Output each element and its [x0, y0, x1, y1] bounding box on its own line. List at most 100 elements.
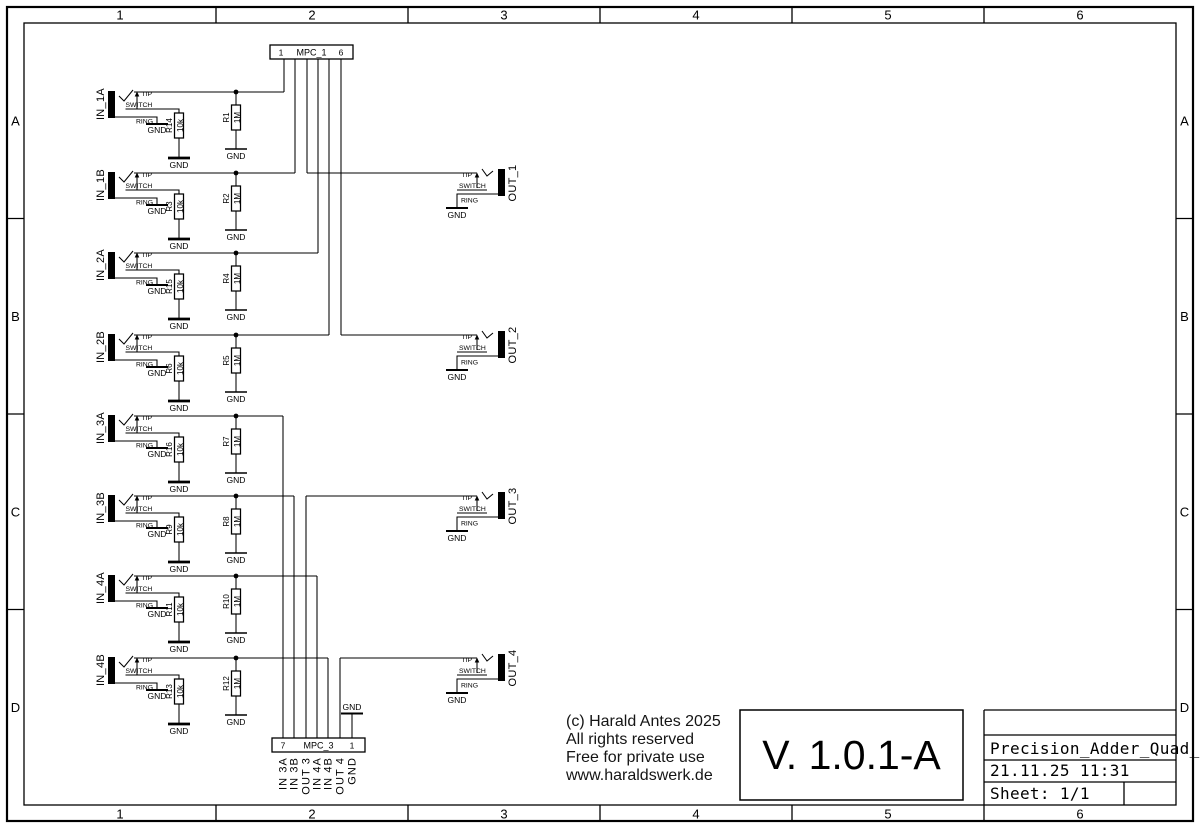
- jack-name: OUT_4: [507, 650, 519, 687]
- switch-arrow-icon: [474, 334, 480, 340]
- jack-sleeve: [498, 331, 505, 358]
- gnd-label: GND: [148, 609, 167, 619]
- resistor-ref: R7: [222, 436, 231, 447]
- gnd-label: GND: [148, 691, 167, 701]
- titleblock-sheet: Sheet: 1/1: [990, 784, 1090, 803]
- version-box-border: [739, 709, 964, 801]
- resistor-value: 1M: [233, 355, 242, 366]
- gnd-label: GND: [227, 635, 246, 645]
- switch-label: SWITCH: [459, 668, 486, 675]
- tip-contact: [481, 168, 494, 177]
- tip-contact: [118, 655, 134, 668]
- gnd-label: GND: [148, 368, 167, 378]
- row-label: C: [11, 504, 20, 519]
- resistor-ref: R11: [165, 602, 174, 617]
- outer-border: [5, 5, 1195, 823]
- pin-number: 7: [281, 741, 286, 751]
- tip-label: TIP: [142, 172, 153, 179]
- gnd-label: GND: [448, 695, 467, 705]
- jack-sleeve: [108, 415, 115, 442]
- gnd-label: GND: [170, 160, 189, 170]
- jack-sleeve: [498, 654, 505, 681]
- resistor-value: 10k: [176, 602, 185, 616]
- switch-arrow-icon: [134, 172, 140, 178]
- tip-label: TIP: [142, 334, 153, 341]
- tip-label: TIP: [461, 495, 472, 502]
- junction-dot: [233, 332, 239, 338]
- jack-sleeve: [108, 657, 115, 684]
- resistor-value: 10k: [176, 522, 185, 536]
- column-label: 1: [116, 807, 123, 822]
- junction-dot: [233, 170, 239, 176]
- gnd-label: GND: [170, 564, 189, 574]
- column-label: 6: [1076, 807, 1083, 822]
- titleblock-date: 21.11.25 11:31: [990, 761, 1130, 780]
- ring-label: RING: [136, 603, 153, 610]
- tip-contact: [118, 493, 134, 506]
- switch-wire: [125, 432, 180, 437]
- ring-label: RING: [136, 685, 153, 692]
- jack-name: OUT_3: [507, 488, 519, 525]
- tip-label: TIP: [142, 657, 153, 664]
- ring-label: RING: [136, 119, 153, 126]
- resistor-ref: R15: [165, 279, 174, 294]
- tip-contact: [118, 89, 134, 102]
- tip-contact: [118, 170, 134, 183]
- ring-wire: [115, 277, 158, 285]
- gnd-label: GND: [148, 206, 167, 216]
- ring-label: RING: [136, 280, 153, 287]
- connector-pin-label: IN 4B: [323, 757, 335, 790]
- switch-label: SWITCH: [126, 263, 153, 270]
- resistor-ref: R10: [222, 594, 231, 609]
- tip-contact: [481, 330, 494, 339]
- jack-sleeve: [108, 172, 115, 199]
- row-label: B: [1180, 309, 1189, 324]
- jack-name: OUT_1: [507, 165, 519, 202]
- resistor-ref: R16: [165, 442, 174, 457]
- pin-number: 1: [279, 48, 284, 58]
- gnd-label: GND: [170, 241, 189, 251]
- jack-name: IN_2B: [95, 331, 107, 363]
- resistor-value: 1M: [233, 596, 242, 607]
- ring-wire: [456, 678, 498, 693]
- gnd-label: GND: [227, 312, 246, 322]
- jack-sleeve: [108, 495, 115, 522]
- connector-body: [271, 737, 366, 753]
- resistor-value: 10k: [176, 442, 185, 456]
- resistor-value: 10k: [176, 118, 185, 132]
- ring-wire: [456, 355, 498, 370]
- jack-name: OUT_2: [507, 327, 519, 364]
- tip-contact: [118, 332, 134, 345]
- gnd-label: GND: [343, 702, 362, 712]
- ring-label: RING: [136, 362, 153, 369]
- column-label: 6: [1076, 8, 1083, 23]
- row-label: C: [1180, 504, 1189, 519]
- tip-label: TIP: [461, 657, 472, 664]
- ring-label: RING: [461, 198, 478, 205]
- switch-wire: [125, 269, 180, 274]
- ring-label: RING: [461, 360, 478, 367]
- connector-body: [269, 44, 354, 60]
- column-label: 5: [884, 807, 891, 822]
- resistor-value: 1M: [233, 678, 242, 689]
- switch-arrow-icon: [134, 657, 140, 663]
- switch-label: SWITCH: [126, 506, 153, 513]
- copyright-line: Free for private use: [566, 749, 705, 766]
